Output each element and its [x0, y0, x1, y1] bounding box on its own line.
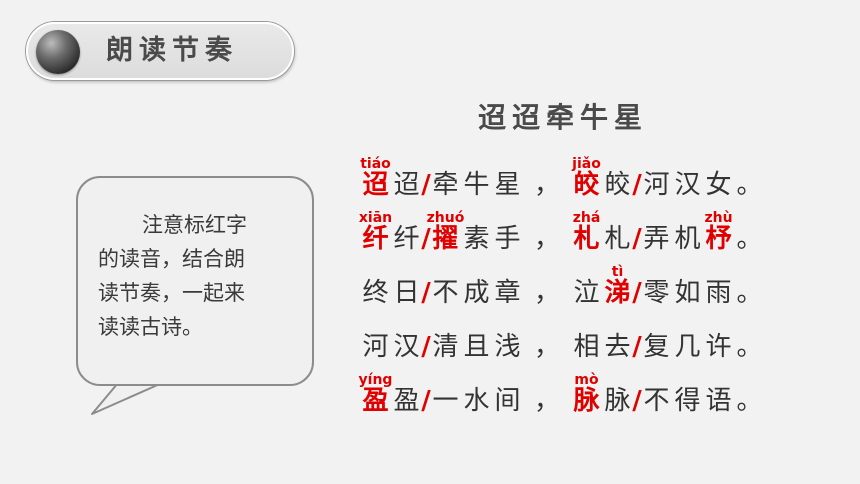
poem-char: 纤	[393, 224, 420, 254]
poem-char: 浅	[494, 332, 521, 362]
poem-char: 雨	[705, 278, 732, 308]
pinyin: zhuó	[426, 210, 465, 226]
poem-char: 且	[463, 332, 490, 362]
poem-char: 章	[494, 278, 521, 308]
poem-char: 河	[643, 170, 670, 200]
note-line-1: 注意标红字	[142, 213, 247, 237]
poem-char: 迢	[393, 170, 420, 200]
poem-char: 水	[463, 386, 490, 416]
poem-char: 牛	[463, 170, 490, 200]
rhythm-slash: /	[421, 170, 431, 200]
poem-char: 泣	[573, 278, 600, 308]
poem-char: 成	[463, 278, 490, 308]
rhythm-slash: /	[632, 332, 642, 362]
pinyin: jiǎo	[572, 156, 601, 172]
poem-char: 河	[362, 332, 389, 362]
note-line-4: 读读古诗。	[98, 315, 203, 339]
note-line-3: 读节奏，一起来	[98, 281, 245, 305]
rhythm-slash: /	[421, 224, 431, 254]
poem-char: 终	[362, 278, 389, 308]
poem-punct: 。	[736, 170, 763, 200]
rhythm-slash: /	[632, 386, 642, 416]
pinyin: mò	[574, 372, 599, 388]
rhythm-slash: /	[421, 278, 431, 308]
poem-char: 得	[674, 386, 701, 416]
pinyin: zhá	[572, 210, 601, 226]
poem-char: 许	[705, 332, 732, 362]
poem-punct: ，	[533, 386, 560, 416]
poem-char: 不	[643, 386, 670, 416]
poem-char: 零	[643, 278, 670, 308]
section-title: 朗读节奏	[106, 35, 238, 66]
poem-char: 汉	[674, 170, 701, 200]
poem-char: 星	[494, 170, 521, 200]
poem-char: 牵	[432, 170, 459, 200]
poem-line-4: 河 汉 / 清 且 浅 ， 相 去 / 复 几 许 。	[360, 324, 765, 364]
poem-char: 汉	[393, 332, 420, 362]
section-header: 朗读节奏	[26, 22, 294, 80]
poem-punct: ，	[533, 332, 560, 362]
poem-char: 如	[674, 278, 701, 308]
poem-char: 清	[432, 332, 459, 362]
poem-char: 盈	[393, 386, 420, 416]
poem-char: 女	[705, 170, 732, 200]
pinyin: xiān	[358, 210, 393, 226]
poem-punct: ，	[533, 224, 560, 254]
poem-char: 脉	[604, 386, 631, 416]
poem-char: 复	[643, 332, 670, 362]
poem-char: 日	[393, 278, 420, 308]
pinyin: zhù	[704, 210, 733, 226]
sphere-icon	[36, 30, 80, 74]
poem-punct: 。	[736, 386, 763, 416]
poem-char: 素	[463, 224, 490, 254]
poem-char: 几	[674, 332, 701, 362]
poem-char: 机	[674, 224, 701, 254]
poem-punct: 。	[736, 278, 763, 308]
poem-char: 札	[604, 224, 631, 254]
poem-char: 不	[432, 278, 459, 308]
rhythm-slash: /	[421, 386, 431, 416]
poem-punct: 。	[736, 224, 763, 254]
poem-char: 相	[573, 332, 600, 362]
poem-char: 手	[494, 224, 521, 254]
rhythm-slash: /	[421, 332, 431, 362]
rhythm-slash: /	[632, 278, 642, 308]
poem-punct: 。	[736, 332, 763, 362]
poem-char: 间	[494, 386, 521, 416]
poem-char: 一	[432, 386, 459, 416]
pinyin: yíng	[358, 372, 393, 388]
poem-punct: ，	[533, 278, 560, 308]
pinyin: tiáo	[360, 156, 391, 172]
poem-char: 去	[604, 332, 631, 362]
rhythm-slash: /	[632, 170, 642, 200]
poem-char: 语	[705, 386, 732, 416]
pinyin: tì	[611, 264, 624, 280]
poem-char: 弄	[643, 224, 670, 254]
poem-punct: ，	[533, 170, 560, 200]
note-line-2: 的读音，结合朗	[98, 247, 245, 271]
speech-bubble-note: 注意标红字 的读音，结合朗 读节奏，一起来 读读古诗。	[76, 176, 314, 386]
poem-char: 皎	[604, 170, 631, 200]
poem-title: 迢迢牵牛星	[478, 101, 649, 134]
rhythm-slash: /	[632, 224, 642, 254]
